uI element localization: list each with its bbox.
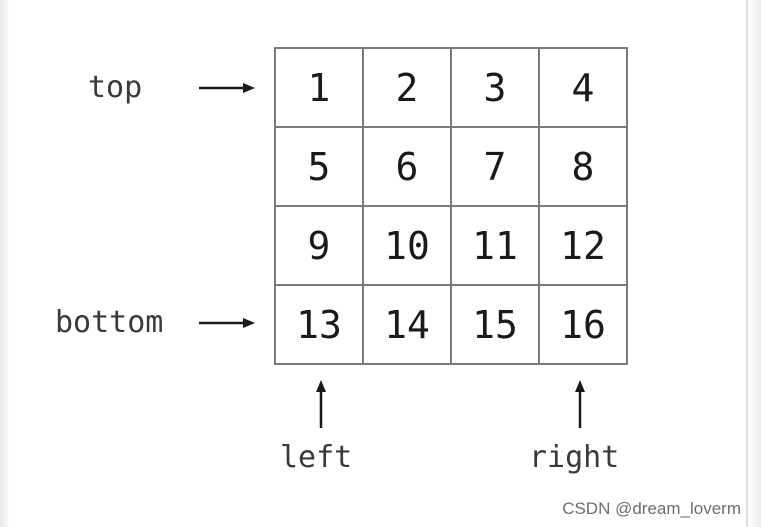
matrix-cell: 9 xyxy=(276,207,364,286)
matrix-cell: 10 xyxy=(364,207,452,286)
left-arrow xyxy=(316,380,326,428)
right-edge-shadow xyxy=(747,0,761,527)
matrix-cell: 12 xyxy=(540,207,628,286)
matrix-cell: 13 xyxy=(276,286,364,365)
csdn-watermark: CSDN @dream_loverm xyxy=(562,499,741,518)
right-arrow xyxy=(575,380,585,428)
left-label: left xyxy=(280,440,353,475)
matrix-cell: 16 xyxy=(540,286,628,365)
bottom-label: bottom xyxy=(55,305,164,340)
matrix-cell: 6 xyxy=(364,128,452,207)
right-label: right xyxy=(529,440,620,475)
matrix-cell: 8 xyxy=(540,128,628,207)
matrix-cell: 15 xyxy=(452,286,540,365)
top-arrow xyxy=(199,83,255,93)
matrix-cell: 2 xyxy=(364,49,452,128)
matrix-cell: 4 xyxy=(540,49,628,128)
matrix-cell: 11 xyxy=(452,207,540,286)
right-edge-line xyxy=(746,0,748,527)
top-label: top xyxy=(88,70,143,105)
bottom-arrow xyxy=(199,318,255,328)
matrix-grid: 1 2 3 4 5 6 7 8 9 10 11 12 13 14 15 16 xyxy=(274,47,628,365)
matrix-cell: 14 xyxy=(364,286,452,365)
matrix-cell: 1 xyxy=(276,49,364,128)
matrix-cell: 5 xyxy=(276,128,364,207)
matrix-cell: 3 xyxy=(452,49,540,128)
left-edge-shadow xyxy=(0,0,10,527)
matrix-cell: 7 xyxy=(452,128,540,207)
